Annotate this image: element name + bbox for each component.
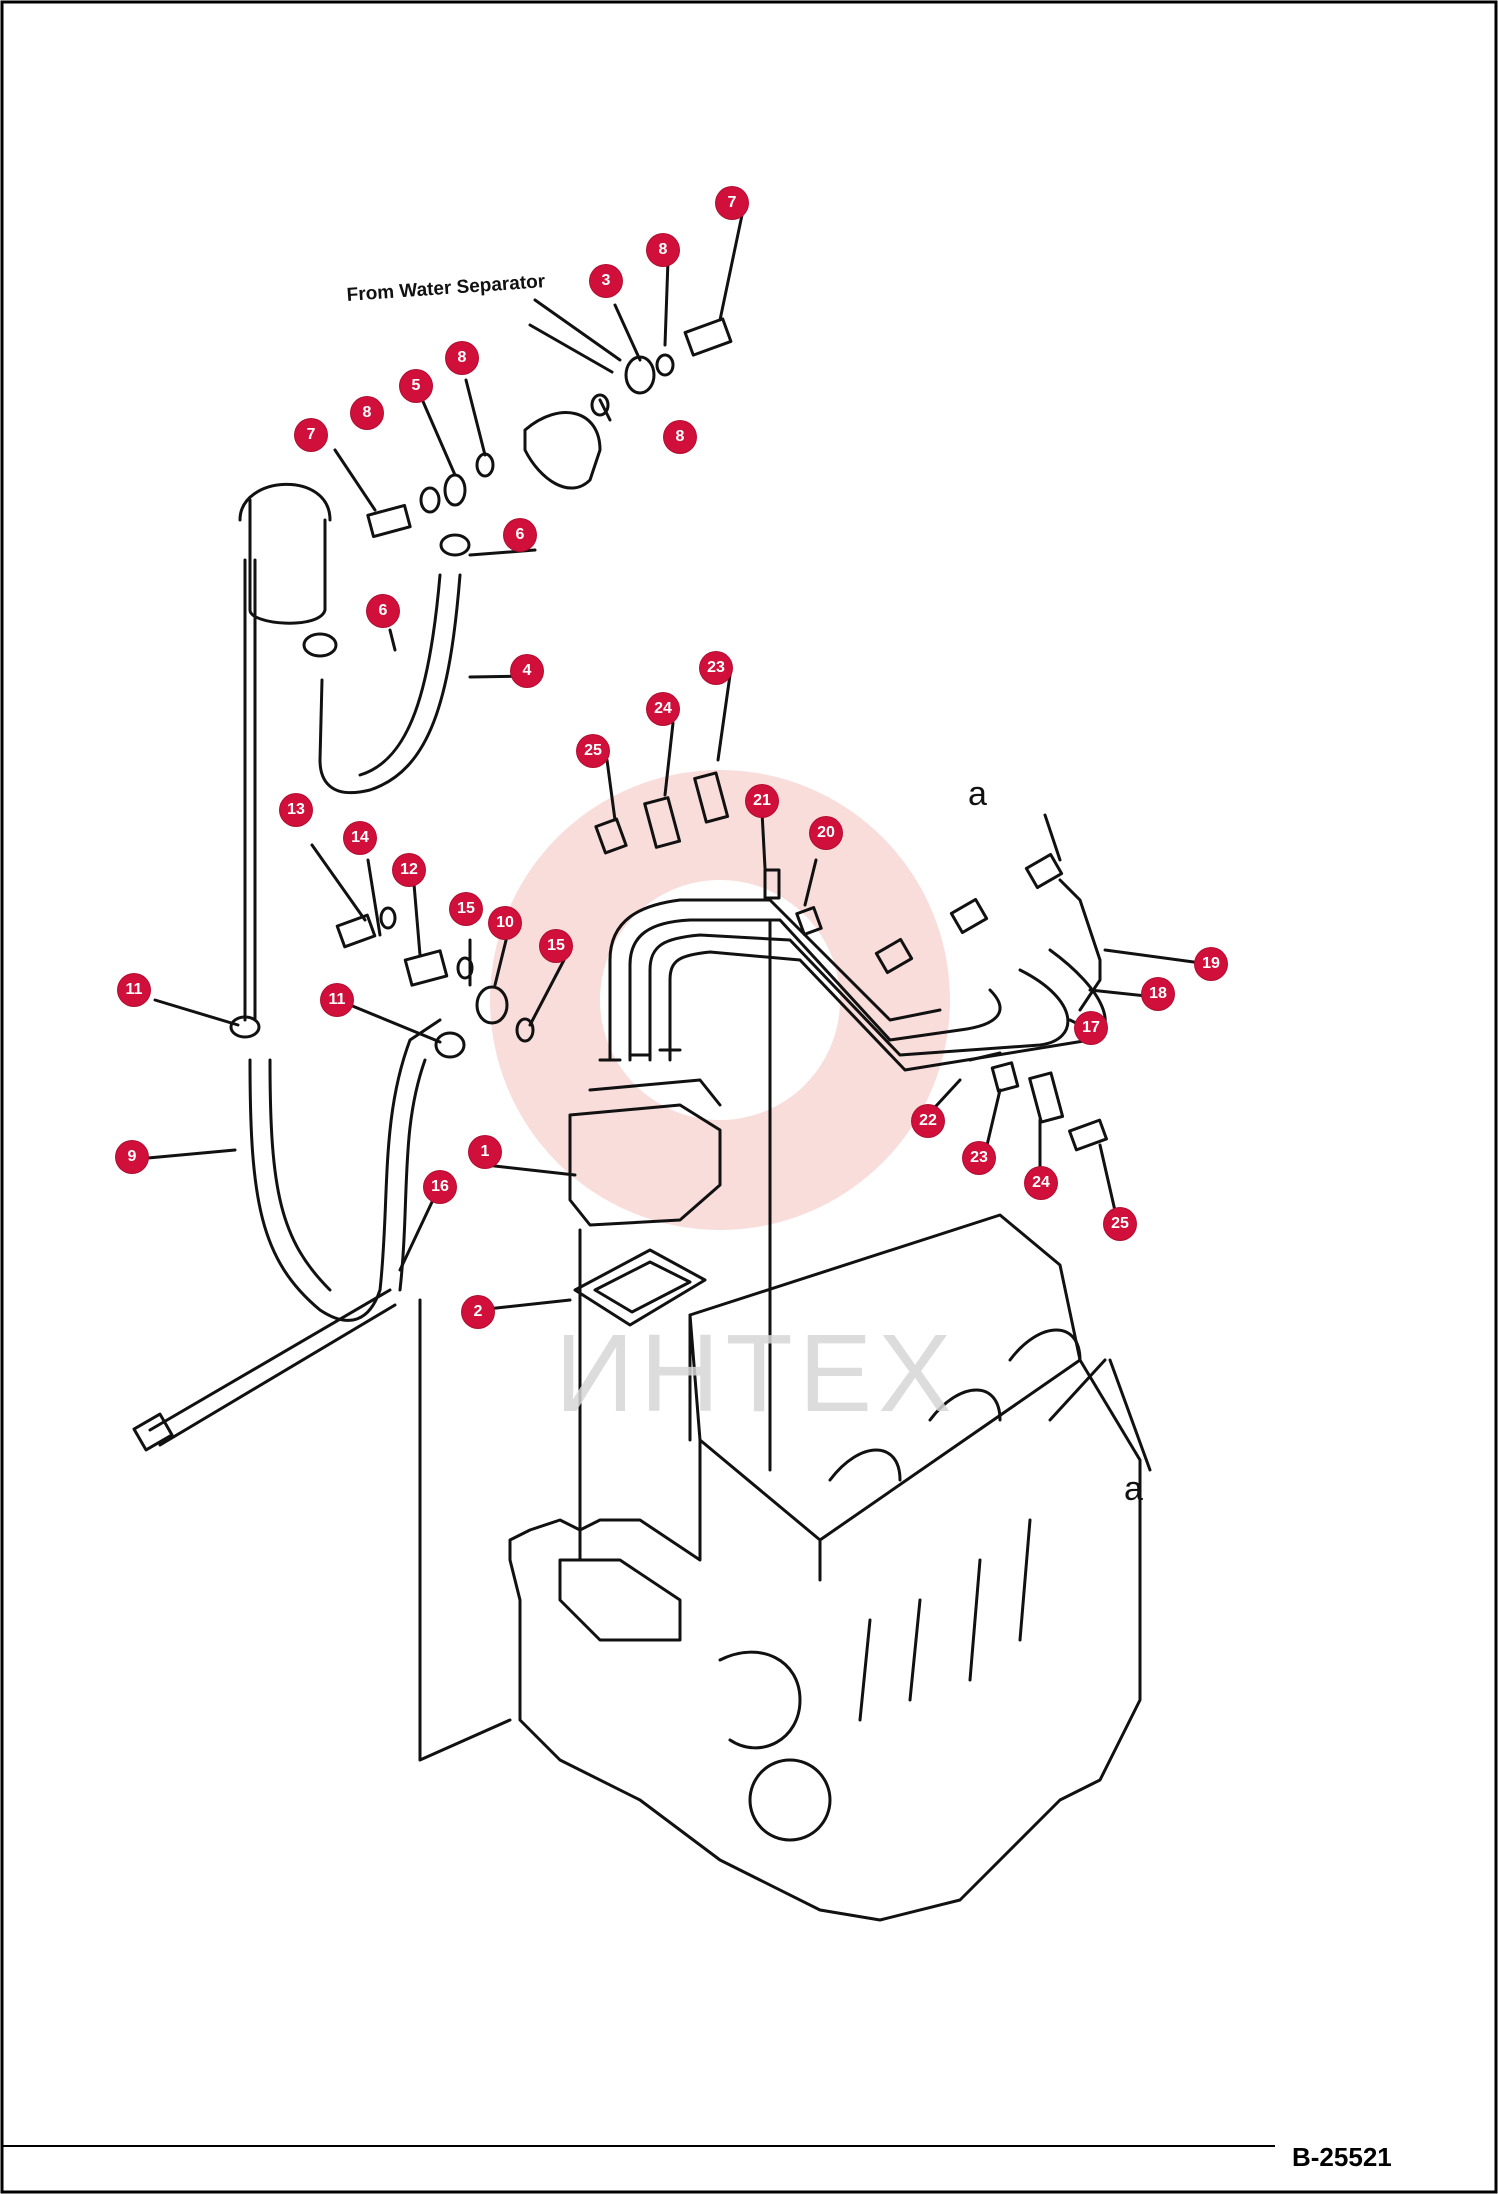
callout-1[interactable]: 1 [469,1136,501,1168]
drawing-code: B-25521 [1292,2142,1392,2172]
callout-6-upper[interactable]: 6 [504,519,536,551]
reference-letter-a-top: a [968,775,987,813]
reference-letter-a-bottom: a [1124,1470,1143,1508]
callout-14[interactable]: 14 [344,822,376,854]
callout-12[interactable]: 12 [393,854,425,886]
callout-16[interactable]: 16 [424,1171,456,1203]
callout-17[interactable]: 17 [1075,1012,1107,1044]
callout-11-mid[interactable]: 11 [321,984,353,1016]
callout-4[interactable]: 4 [511,655,543,687]
callout-23-bottom[interactable]: 23 [963,1142,995,1174]
callout-24-top[interactable]: 24 [647,693,679,725]
callout-15-left[interactable]: 15 [450,893,482,925]
callout-7-top[interactable]: 7 [716,187,748,219]
callout-15-right[interactable]: 15 [540,930,572,962]
callout-19[interactable]: 19 [1195,948,1227,980]
callout-20[interactable]: 20 [810,817,842,849]
callout-22[interactable]: 22 [912,1105,944,1137]
callout-11-left[interactable]: 11 [118,974,150,1006]
callout-9[interactable]: 9 [116,1141,148,1173]
callout-21[interactable]: 21 [746,785,778,817]
callout-13[interactable]: 13 [280,794,312,826]
watermark-text: ИНТЕХ [555,1312,958,1435]
callout-2[interactable]: 2 [462,1296,494,1328]
callout-5[interactable]: 5 [400,370,432,402]
callout-8-upper-mid[interactable]: 8 [446,342,478,374]
callout-24-bottom[interactable]: 24 [1025,1167,1057,1199]
callout-8-top[interactable]: 8 [647,234,679,266]
callout-23-top[interactable]: 23 [700,652,732,684]
callout-8-right[interactable]: 8 [664,421,696,453]
callout-8-left[interactable]: 8 [351,397,383,429]
callout-25-top[interactable]: 25 [577,735,609,767]
callout-25-bottom[interactable]: 25 [1104,1208,1136,1240]
callout-18[interactable]: 18 [1142,978,1174,1010]
callout-10[interactable]: 10 [489,907,521,939]
callout-3[interactable]: 3 [590,265,622,297]
callout-7-left[interactable]: 7 [295,419,327,451]
callout-6-lower[interactable]: 6 [367,595,399,627]
